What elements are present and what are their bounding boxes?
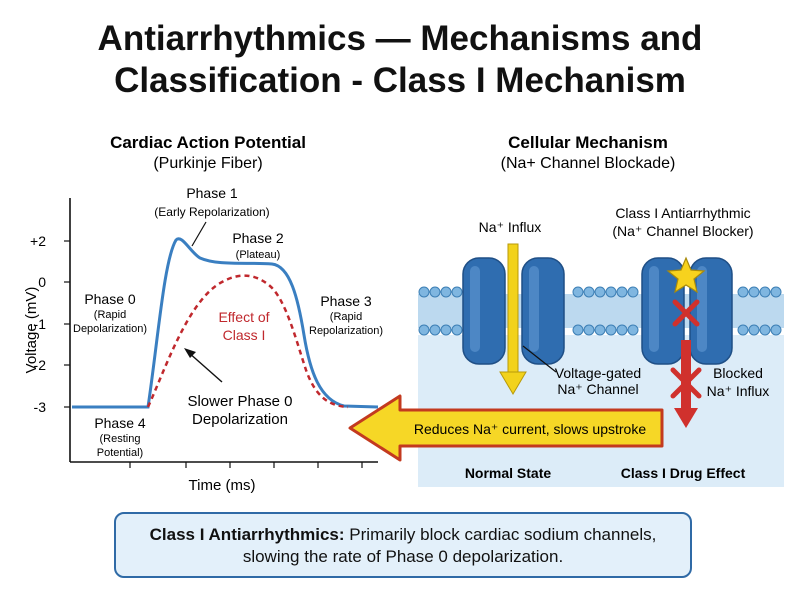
phospholipid-head [583,324,595,336]
drug-star-icon [666,256,706,294]
y-tick-label: 0 [38,274,46,290]
phospholipid-head [418,286,430,298]
summary-rest: Primarily block cardiac sodium channels, [344,525,657,544]
phospholipid-head [616,324,628,336]
slower-phase0-label-2: Depolarization [192,411,288,428]
phase1-sublabel: (Early Repolarization) [154,205,269,219]
cell-subheading: (Na+ Channel Blockade) [501,155,676,172]
phospholipid-head [583,286,595,298]
phospholipid-head [429,324,441,336]
phase3-label: Phase 3 [320,293,372,309]
blocked-label-1: Blocked [713,365,763,381]
y-tick-minus1: -1 [34,316,70,332]
na-influx-label: Na⁺ Influx [479,219,542,235]
cellular-mechanism-panel: Cellular Mechanism (Na+ Channel Blockade… [418,133,784,487]
phase1-pointer [191,221,207,247]
slower-phase0-arrowhead [184,348,196,358]
phospholipid-head [572,286,584,298]
y-tick-0: 0 [38,274,70,290]
phase2-sublabel: (Plateau) [236,249,281,261]
phospholipid-head [748,324,760,336]
blocked-influx-arrow [674,340,698,428]
phospholipid-head [451,324,463,336]
phase4-label: Phase 4 [94,415,146,431]
slower-phase0-pointer [187,351,223,383]
slower-phase0-label-1: Slower Phase 0 [187,393,292,410]
cell-heading: Cellular Mechanism [508,133,668,152]
y-axis-label: Voltage (mV) [23,287,40,374]
phospholipid-head [429,286,441,298]
phase3-sublabel-1: (Rapid [330,311,362,323]
sodium-channel-normal [462,257,565,365]
drug-label-1: Class I Antiarrhythmic [615,205,750,221]
channel-label-2: Na⁺ Channel [557,381,638,397]
summary-bold: Class I Antiarrhythmics: [149,525,345,544]
reduces-na-current-arrow: Reduces Na⁺ current, slows upstroke [348,394,664,462]
summary-line-2: slowing the rate of Phase 0 depolarizati… [242,547,564,566]
y-tick-label: -3 [34,399,47,415]
x-axis-label: Time (ms) [189,477,256,494]
phospholipid-head [440,324,452,336]
blocked-label-2: Na⁺ Influx [707,383,770,399]
phospholipid-head [737,324,749,336]
phase0-label: Phase 0 [84,291,136,307]
y-tick-minus2: -2 [34,357,70,373]
phospholipid-head [737,286,749,298]
y-tick-plus2: +2 [30,233,70,249]
y-tick-minus3: -3 [34,399,70,415]
phospholipid-head [627,286,639,298]
reduces-na-current-text: Reduces Na⁺ current, slows upstroke [414,421,646,437]
phospholipid-head [616,286,628,298]
phospholipid-head [770,324,782,336]
y-tick-label: -1 [34,316,47,332]
drug-effect-label: Class I Drug Effect [621,465,746,481]
phase4-sublabel-1: (Resting [100,433,141,445]
phospholipid-head [759,286,771,298]
block-x-icon-lower [670,367,702,399]
x-axis-ticks [129,462,363,468]
phase1-label: Phase 1 [186,185,238,201]
phase2-label: Phase 2 [232,230,284,246]
normal-ap-curve [72,237,379,409]
drug-label-2: (Na⁺ Channel Blocker) [612,223,753,239]
phospholipid-head [770,286,782,298]
phospholipid-head [759,324,771,336]
normal-state-label: Normal State [465,465,552,481]
y-tick-label: -2 [34,357,47,373]
phospholipid-head [627,324,639,336]
y-tick-label: +2 [30,233,46,249]
phospholipid-head [605,286,617,298]
phospholipid-heads-top [418,286,782,298]
channel-label-1: Voltage-gated [555,365,641,381]
action-potential-panel: Cardiac Action Potential (Purkinje Fiber… [23,133,383,494]
summary-line-1: Class I Antiarrhythmics: Primarily block… [116,524,690,546]
summary-box: Class I Antiarrhythmics: Primarily block… [114,512,692,578]
block-x-icon-upper [672,299,700,327]
phase0-sublabel-2: Depolarization) [73,323,147,335]
effect-label-1: Effect of [218,309,269,325]
phase4-sublabel-2: Potential) [97,447,143,459]
phospholipid-head [594,286,606,298]
page-title: Antiarrhythmics — Mechanisms and Classif… [0,18,800,102]
ap-subheading: (Purkinje Fiber) [153,155,262,172]
phospholipid-head [605,324,617,336]
phospholipid-head [594,324,606,336]
channel-pointer [522,345,557,373]
phospholipid-head [440,286,452,298]
title-line-1: Antiarrhythmics — Mechanisms and [97,19,703,58]
phospholipid-head [748,286,760,298]
phospholipid-head [418,324,430,336]
title-line-2: Classification - Class I Mechanism [114,61,686,100]
phospholipid-head [572,324,584,336]
phospholipid-head [451,286,463,298]
phase3-sublabel-2: Repolarization) [309,325,383,337]
phase0-sublabel-1: (Rapid [94,309,126,321]
na-influx-arrow [499,243,527,395]
ap-heading: Cardiac Action Potential [110,133,306,152]
effect-label-2: Class I [223,327,266,343]
phospholipid-heads-bottom [418,324,782,336]
